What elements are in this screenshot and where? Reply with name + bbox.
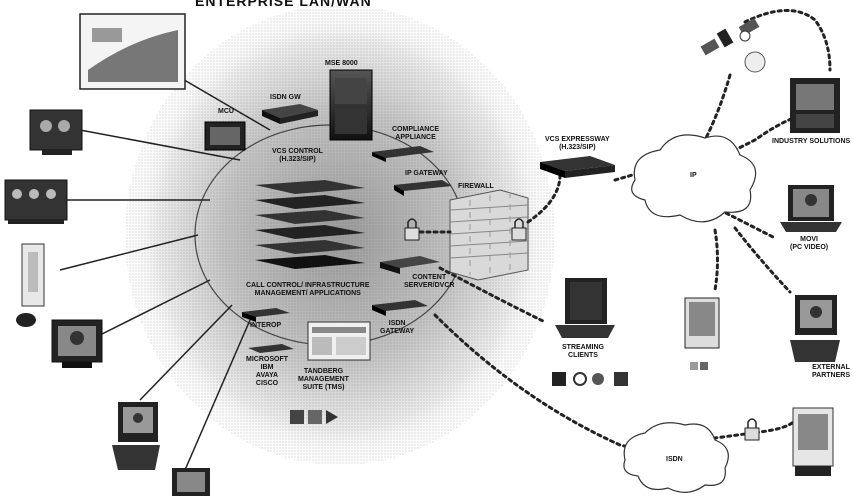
label-industry-solutions: INDUSTRY SOLUTIONS (772, 138, 851, 145)
isdn-cloud (623, 422, 729, 493)
server-stack (255, 180, 365, 269)
movi-laptop (780, 185, 842, 232)
label-ip-gateway: IP GATEWAY (405, 170, 448, 177)
streaming-laptop (555, 278, 615, 338)
endpoint-desktop-2 (112, 402, 160, 470)
label-firewall: FIREWALL (458, 183, 494, 190)
isdn-endpoint (792, 407, 834, 476)
label-vcs-control: VCS CONTROL(H.323/SIP) (272, 148, 323, 163)
interop-box (242, 308, 290, 322)
label-isdn: ISDN (666, 456, 683, 463)
label-mse-8000: MSE 8000 (325, 60, 358, 67)
endpoint-triple-screen (4, 179, 68, 224)
label-ip: IP (690, 172, 697, 179)
compliance-appliance-box (372, 146, 434, 162)
endpoint-personal (172, 468, 210, 496)
endpoint-immersive (79, 13, 186, 90)
ip-cloud (631, 134, 757, 223)
label-isdn-gw: ISDN GW (270, 94, 301, 101)
endpoint-tower (16, 243, 45, 327)
streaming-player-icons (552, 372, 628, 386)
external-partners-phone (790, 295, 840, 362)
isdn-gateway-box (372, 300, 428, 316)
microsoft-box (248, 344, 294, 353)
diagram-title: ENTERPRISE LAN/WAN (195, 0, 372, 9)
ip-gateway-box (394, 180, 452, 196)
mcu-box (204, 121, 246, 151)
tms-screen (290, 321, 371, 424)
content-server-box (380, 256, 440, 274)
label-mcu: MCU (218, 108, 234, 115)
label-movi: MOVI(PC VIDEO) (790, 236, 829, 251)
mse-8000-chassis (329, 69, 373, 141)
lock-icon-left (404, 218, 420, 241)
lock-icon-isdn (744, 418, 760, 441)
endpoint-screen-1 (29, 109, 83, 155)
isdn-gw-box (262, 104, 318, 124)
endpoint-desktop-1 (51, 319, 103, 368)
pda-device (684, 297, 720, 370)
vcs-expressway-box (540, 156, 615, 178)
label-vcs-expressway: VCS EXPRESSWAY(H.323/SIP) (545, 136, 610, 151)
label-interop: INTEROP (250, 322, 282, 329)
satellite-icon (700, 18, 766, 73)
industry-suitcase (790, 78, 840, 133)
lock-icon-right (511, 218, 527, 241)
